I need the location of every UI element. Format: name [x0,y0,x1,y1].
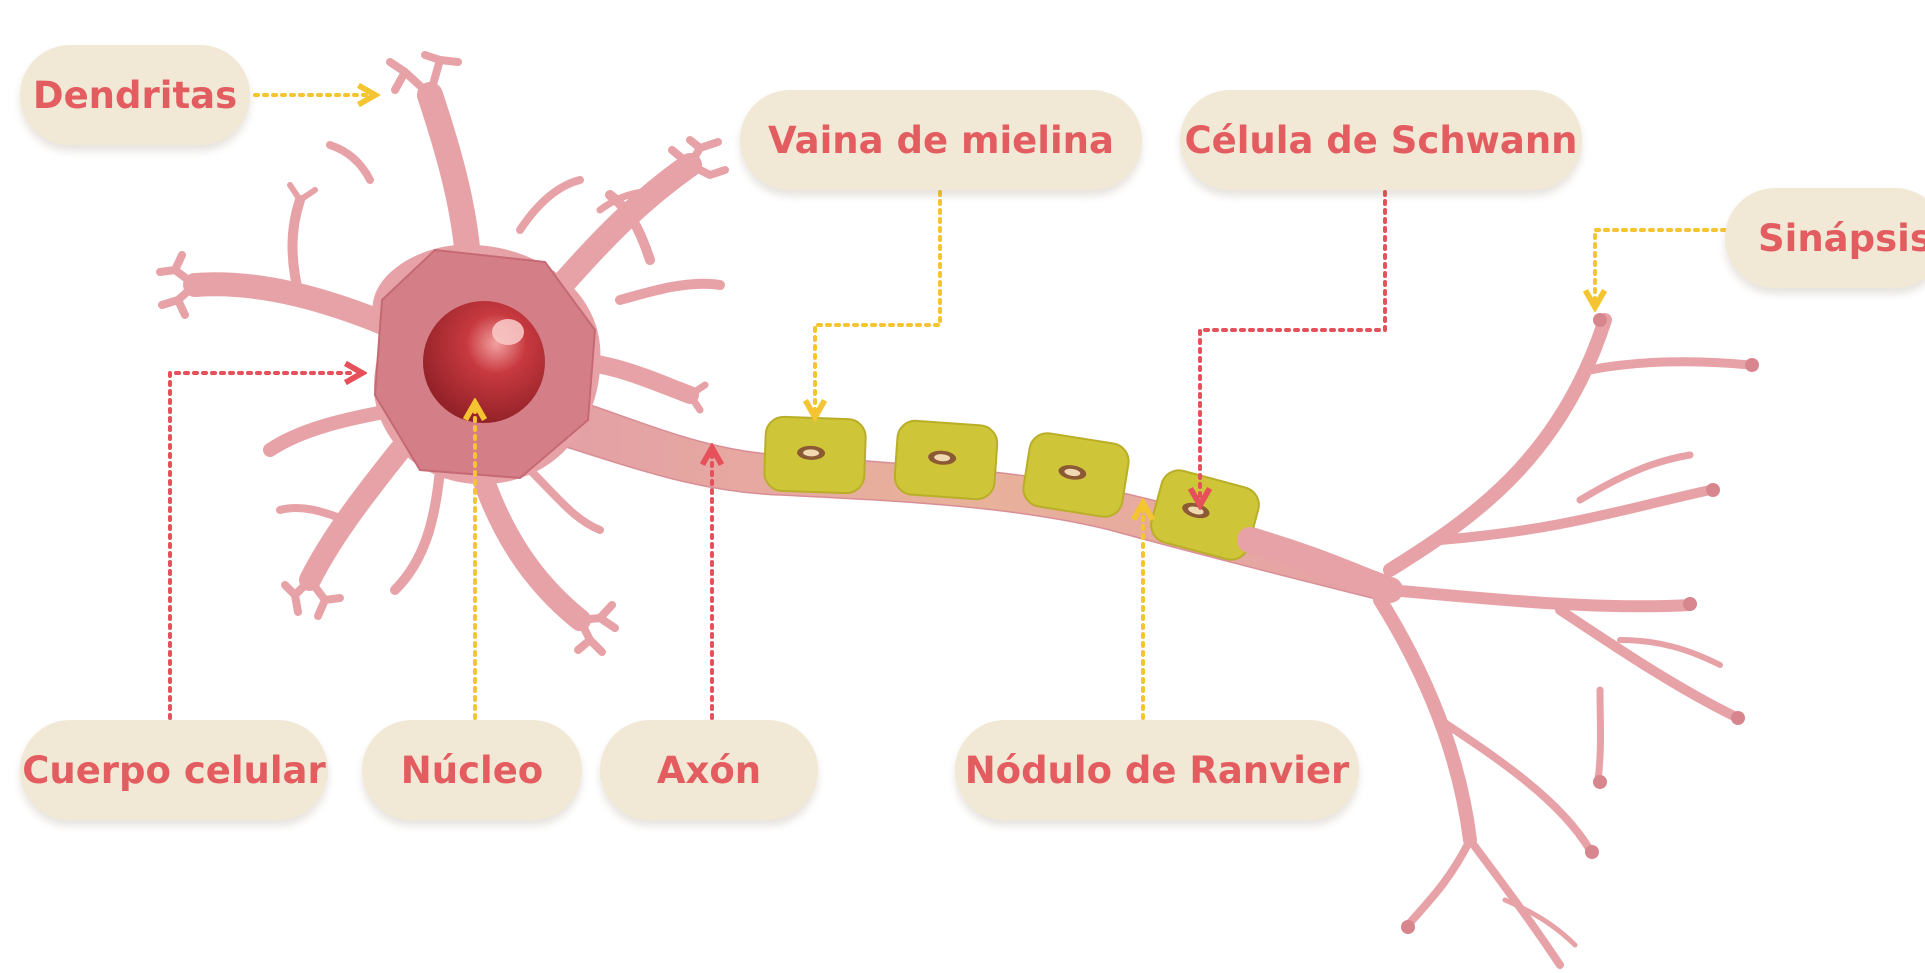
label-vaina-de-mielina: Vaina de mielina [740,90,1142,190]
axon-terminals [1250,320,1750,965]
label-nucleo: Núcleo [362,720,582,820]
label-axon: Axón [600,720,818,820]
leader-vaina [815,192,940,410]
nucleus [423,301,545,423]
label-dendritas: Dendritas [20,45,250,145]
leader-sinapsis [1595,230,1725,300]
label-cuerpo-celular: Cuerpo celular [20,720,328,820]
leader-schwann [1200,192,1385,498]
label-nodulo-de-ranvier: Nódulo de Ranvier [955,720,1359,820]
label-sinapsis: Sinápsis [1725,188,1925,288]
label-celula-de-schwann: Célula de Schwann [1180,90,1582,190]
